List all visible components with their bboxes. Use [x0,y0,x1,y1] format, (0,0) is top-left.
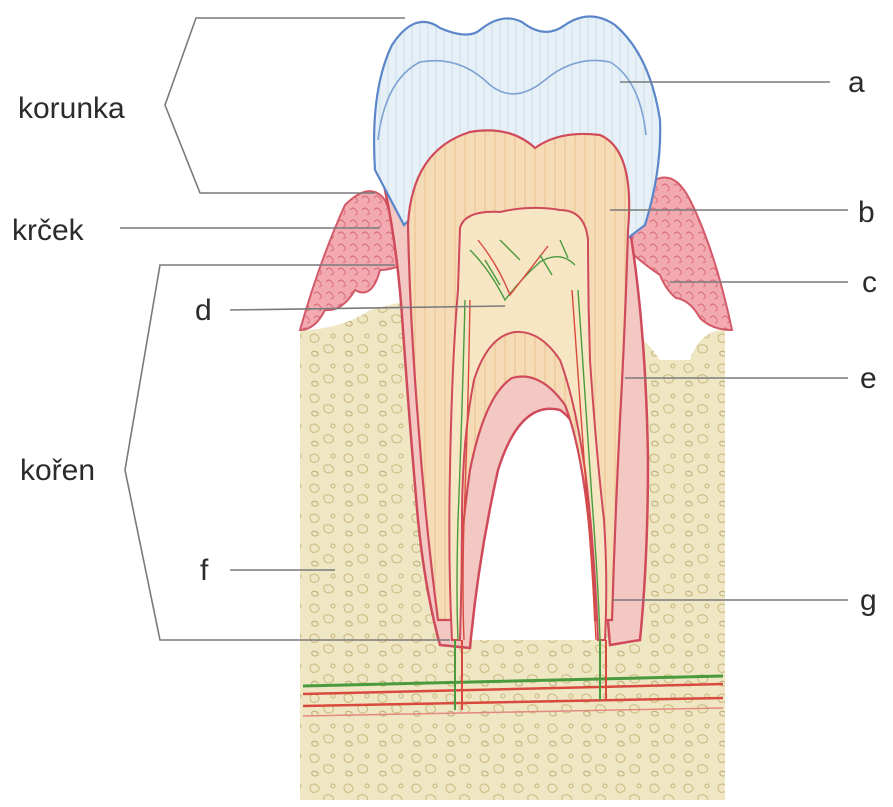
label-d: d [195,294,212,327]
label-e: e [860,362,877,395]
label-b: b [858,196,875,229]
bracket-korunka [165,18,405,193]
label-g: g [860,584,877,617]
label-koren: kořen [20,454,95,487]
label-a: a [848,66,865,99]
label-c: c [862,266,877,299]
label-korunka: korunka [18,92,125,125]
label-krcek: krček [12,214,85,247]
label-f: f [200,554,209,587]
